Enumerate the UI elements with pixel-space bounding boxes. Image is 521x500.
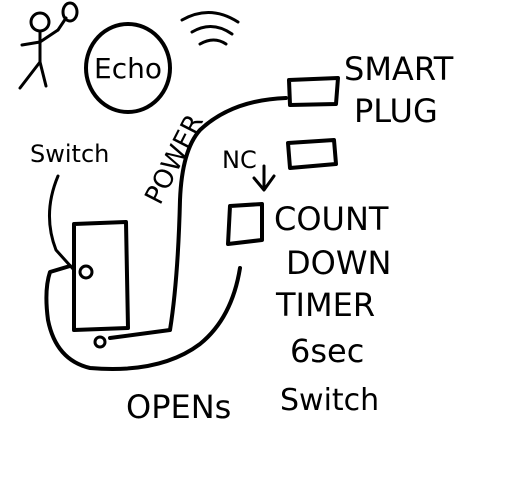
smart-plug: SMART PLUG [287,50,454,130]
timer-loop-wire [44,264,242,371]
power-cord: POWER [108,96,288,340]
smart-plug-label-line1: SMART [344,50,454,88]
wifi-signal-icon [180,11,240,46]
echo-device: Echo [84,22,172,114]
switch-body [72,220,130,349]
switch-label: Switch [30,140,109,168]
opens-label: OPENs [126,388,231,426]
opens-label-group: OPENs [126,388,231,426]
power-label: POWER [140,110,210,209]
smart-plug-label-line2: PLUG [354,92,438,130]
plug-box [286,138,338,170]
countdown-timer: COUNT DOWN TIMER 6sec Switch [226,200,391,418]
switch-label-group: Switch [30,140,109,272]
countdown-label-line1: COUNT [274,200,389,238]
countdown-label-line4: 6sec [290,332,364,370]
nc-label-group: NC [222,146,276,192]
nc-label: NC [222,146,257,174]
stick-figure-icon [18,1,79,90]
echo-label: Echo [94,52,162,85]
countdown-label-line5: Switch [280,383,379,418]
countdown-label-line2: DOWN [286,244,391,282]
countdown-label-line3: TIMER [275,286,375,324]
